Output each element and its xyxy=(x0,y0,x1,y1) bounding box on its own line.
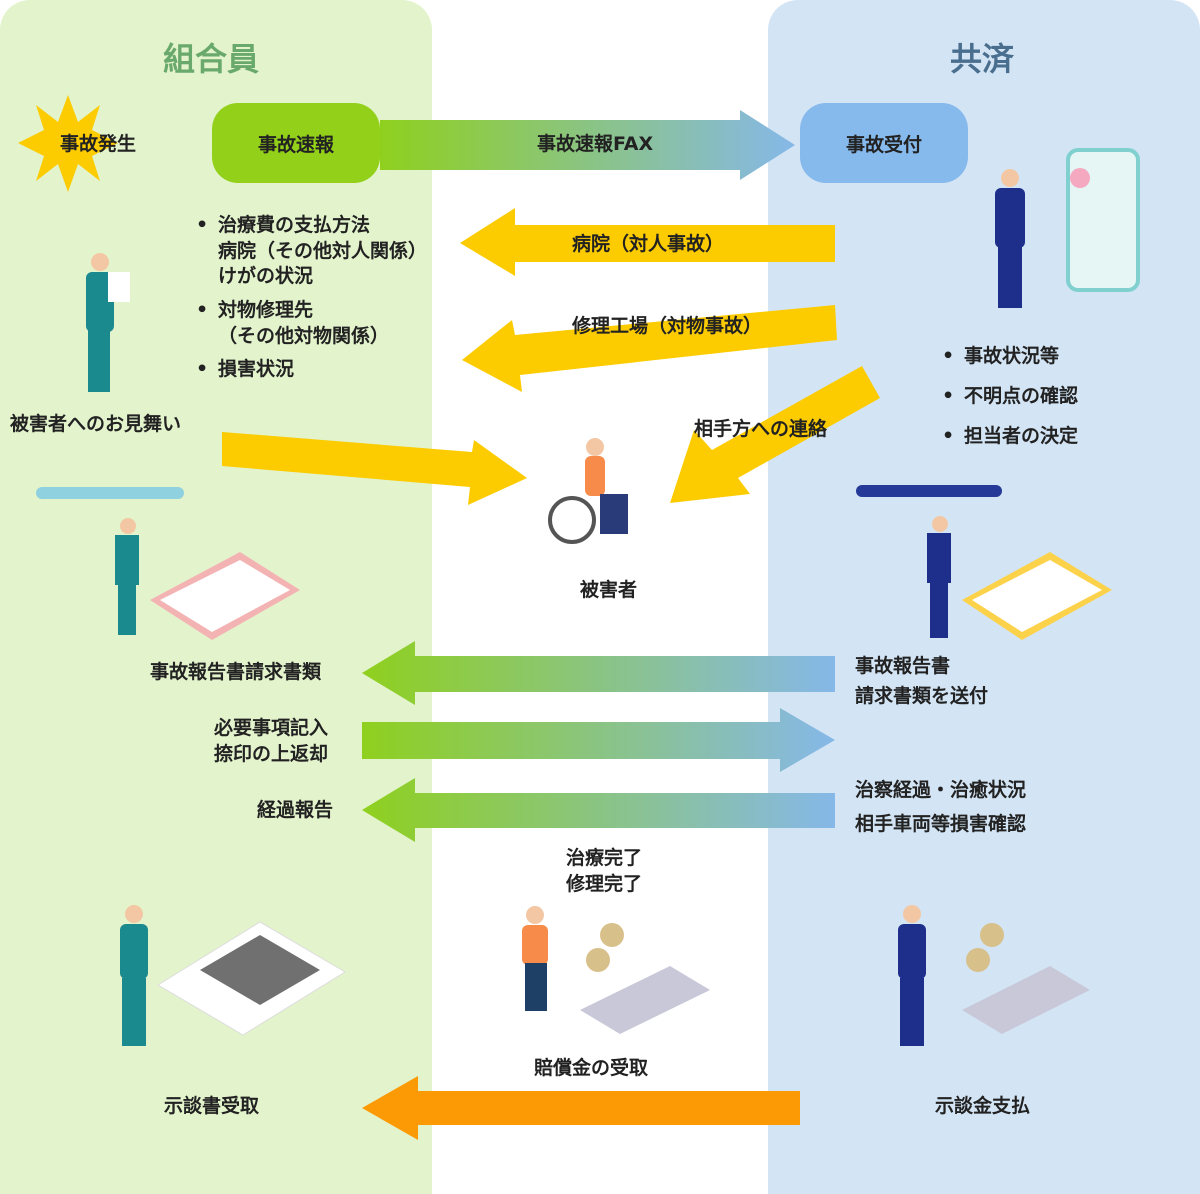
settlement-arrow xyxy=(362,1076,800,1140)
member-title: 組合員 xyxy=(163,40,260,78)
repair-shop-arrow xyxy=(462,305,837,392)
hospital-label: 病院（対人事故） xyxy=(572,233,725,255)
send-docs-label: 事故報告書請求書類を送付 xyxy=(855,655,989,707)
clipboard-kyosai-icon xyxy=(962,552,1112,640)
visit-label: 被害者へのお見舞い xyxy=(10,413,182,435)
fax-arrow xyxy=(380,110,795,180)
member-person-icon xyxy=(86,253,130,392)
victim-person-icon xyxy=(522,906,548,1011)
victim-label: 被害者 xyxy=(580,579,638,601)
return-docs-label: 必要事項記入捺印の上返却 xyxy=(214,717,329,765)
contact-other-arrow xyxy=(670,366,880,503)
hospital-arrow xyxy=(460,208,835,276)
progress-report-label: 経過報告 xyxy=(257,799,334,821)
kyosai-person-icon xyxy=(995,169,1025,308)
pencil-member-icon xyxy=(36,487,184,635)
pencil-kyosai-icon xyxy=(856,485,1002,638)
kyosai-person2-icon xyxy=(898,905,926,1046)
clipboard-member-icon xyxy=(150,552,300,640)
starburst-icon xyxy=(18,95,118,192)
kyosai-title: 共済 xyxy=(950,40,1015,78)
claim-docs-label: 事故報告書請求書類 xyxy=(150,661,322,683)
settlement-received-label: 示談書受取 xyxy=(164,1095,260,1117)
quick-report-box: 事故速報 xyxy=(212,103,380,183)
visit-arrow xyxy=(222,432,527,505)
wheelchair-icon xyxy=(548,438,628,544)
progress-report-arrow xyxy=(362,778,835,842)
member-person2-icon xyxy=(120,905,148,1046)
accident-label: 事故発生 xyxy=(60,133,137,155)
kyosai-task-list: 事故状況等不明点の確認担当者の決定 xyxy=(942,336,1078,456)
settlement-paid-label: 示談金支払 xyxy=(935,1095,1031,1117)
complete-label: 治療完了修理完了 xyxy=(566,847,643,895)
tablet-icon xyxy=(1066,148,1140,292)
claim-docs-arrow xyxy=(362,641,835,705)
return-docs-arrow xyxy=(362,708,835,772)
contact-other-label: 相手方への連絡 xyxy=(694,418,828,440)
check-label: 治察経過・治癒状況相手車両等損害確認 xyxy=(855,779,1027,835)
money2-icon xyxy=(962,923,1090,1034)
money-icon xyxy=(580,923,710,1034)
receive-comp-label: 賠償金の受取 xyxy=(534,1057,649,1079)
reception-box: 事故受付 xyxy=(800,103,968,183)
fax-label: 事故速報FAX xyxy=(537,133,654,155)
document-icon xyxy=(157,921,346,1036)
repair-shop-label: 修理工場（対物事故） xyxy=(572,315,763,337)
